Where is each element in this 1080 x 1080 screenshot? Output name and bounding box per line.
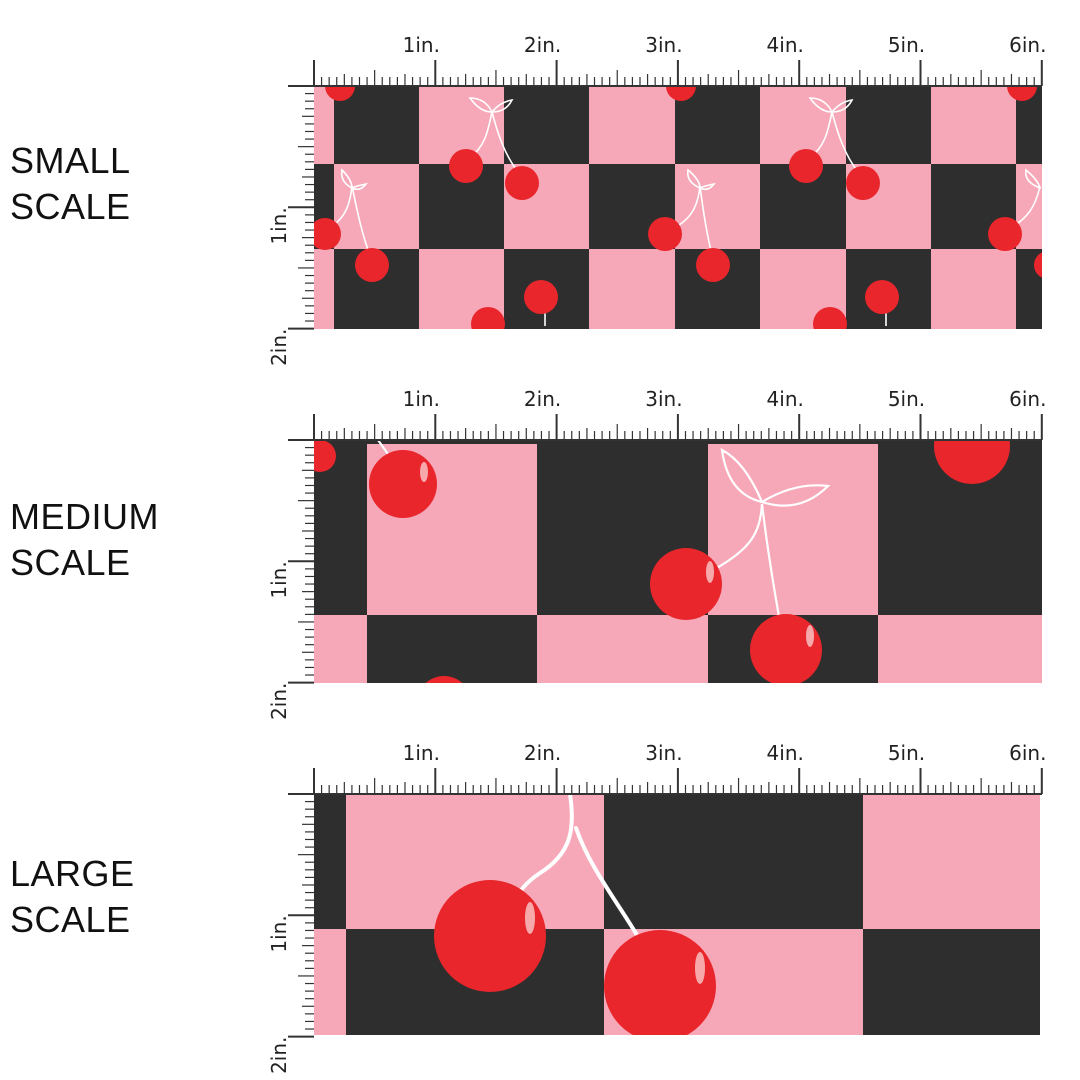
fabric-swatch-small bbox=[314, 86, 1042, 329]
ruler-side-label: 1in. bbox=[267, 561, 291, 598]
label-line-1: LARGE bbox=[10, 853, 135, 894]
ruler-top-label: 6in. bbox=[1009, 33, 1046, 57]
small-scale-panel: 1in. 2in. 3in. 4in. 5in. 6in. 1in. 2in. bbox=[0, 0, 1080, 366]
ruler-small: 1in. 2in. 3in. 4in. 5in. 6in. 1in. 2in. bbox=[267, 33, 1046, 366]
ruler-side-label: 2in. bbox=[267, 683, 291, 720]
small-swatch-svg: 1in. 2in. 3in. 4in. 5in. 6in. 1in. 2in. bbox=[267, 33, 1046, 366]
ruler-top-label: 5in. bbox=[888, 741, 925, 765]
ruler-top-label: 5in. bbox=[888, 33, 925, 57]
cherry-motifs bbox=[314, 440, 1010, 683]
ruler-top-label: 4in. bbox=[767, 387, 804, 411]
cherry-motifs bbox=[434, 794, 716, 1035]
small-scale-label: SMALL SCALE bbox=[10, 138, 131, 230]
ruler-top-label: 4in. bbox=[767, 741, 804, 765]
label-line-2: SCALE bbox=[10, 186, 131, 227]
ruler-top-label: 6in. bbox=[1009, 741, 1046, 765]
ruler-top-label: 1in. bbox=[403, 387, 440, 411]
label-line-1: SMALL bbox=[10, 140, 131, 181]
large-scale-label: LARGE SCALE bbox=[10, 851, 135, 943]
ruler-top-label: 2in. bbox=[524, 387, 561, 411]
label-line-2: SCALE bbox=[10, 542, 131, 583]
ruler-top-label: 1in. bbox=[403, 33, 440, 57]
ruler-side-label: 1in. bbox=[267, 207, 291, 244]
label-line-1: MEDIUM bbox=[10, 496, 159, 537]
ruler-top-label: 3in. bbox=[645, 33, 682, 57]
ruler-top-label: 3in. bbox=[645, 741, 682, 765]
ruler-large: 1in. 2in. 3in. 4in. 5in. 6in. 1in. 2in. bbox=[267, 741, 1046, 1074]
ruler-side-label: 2in. bbox=[267, 329, 291, 366]
fabric-swatch-large bbox=[314, 794, 1040, 1035]
ruler-top-label: 4in. bbox=[767, 33, 804, 57]
medium-scale-label: MEDIUM SCALE bbox=[10, 494, 159, 586]
large-scale-panel: 1in. 2in. 3in. 4in. 5in. 6in. 1in. 2in. bbox=[0, 708, 1080, 1074]
ruler-side-label: 1in. bbox=[267, 915, 291, 952]
ruler-top-label: 6in. bbox=[1009, 387, 1046, 411]
ruler-top-label: 2in. bbox=[524, 33, 561, 57]
ruler-side-label: 2in. bbox=[267, 1037, 291, 1074]
large-swatch-svg: 1in. 2in. 3in. 4in. 5in. 6in. 1in. 2in. bbox=[267, 741, 1046, 1074]
medium-swatch-svg: 1in. 2in. 3in. 4in. 5in. 6in. 1in. 2in. bbox=[267, 387, 1046, 720]
medium-scale-panel: 1in. 2in. 3in. 4in. 5in. 6in. 1in. 2in. bbox=[0, 354, 1080, 720]
ruler-top-label: 3in. bbox=[645, 387, 682, 411]
cherry-motifs bbox=[314, 86, 1042, 329]
ruler-top-label: 2in. bbox=[524, 741, 561, 765]
label-line-2: SCALE bbox=[10, 899, 131, 940]
ruler-top-label: 5in. bbox=[888, 387, 925, 411]
ruler-medium: 1in. 2in. 3in. 4in. 5in. 6in. 1in. 2in. bbox=[267, 387, 1046, 720]
ruler-top-label: 1in. bbox=[403, 741, 440, 765]
fabric-swatch-medium bbox=[314, 440, 1042, 683]
